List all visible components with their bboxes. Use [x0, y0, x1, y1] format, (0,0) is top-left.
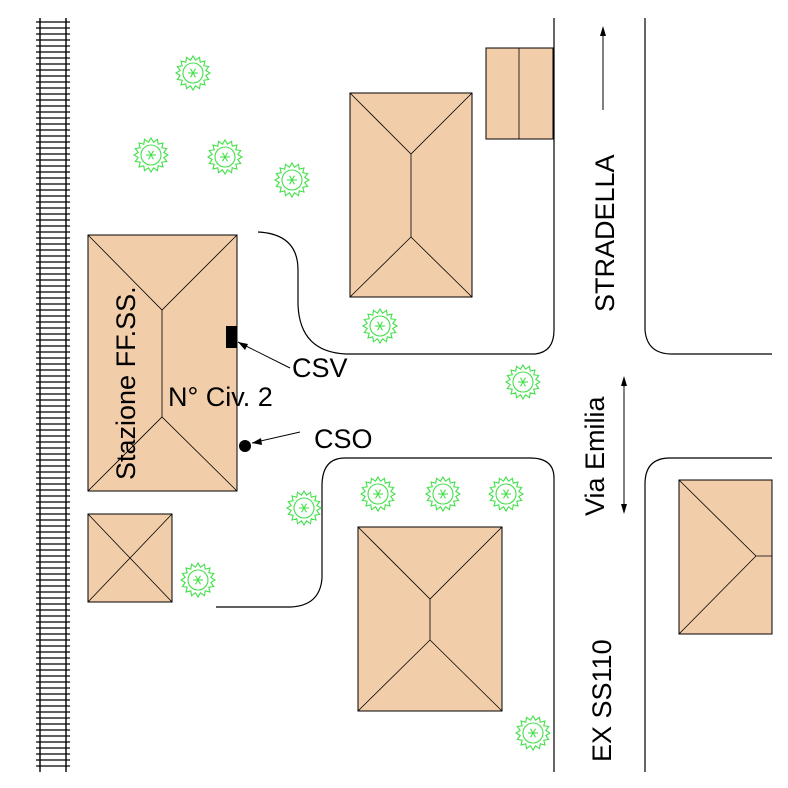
civic-number-label: N° Civ. 2	[168, 382, 273, 412]
tree-icon	[206, 138, 244, 176]
road-network	[216, 18, 772, 772]
street-label-ex-ss110: EX SS110	[587, 639, 617, 762]
street-label-stradella: STRADELLA	[590, 154, 620, 312]
direction-arrow-icon	[600, 26, 606, 110]
building-top-right-small	[485, 47, 554, 140]
tree-icon	[174, 54, 212, 92]
cso-label: CSO	[314, 424, 373, 454]
tree-icon	[359, 475, 397, 513]
building-top-center	[349, 92, 473, 298]
railway-track-icon	[36, 18, 70, 772]
valve-marker-icon	[226, 326, 291, 369]
tree-icon	[273, 161, 311, 199]
station-building	[87, 234, 238, 492]
small-building-bottom-left	[87, 513, 173, 603]
direction-arrow-icon	[621, 376, 627, 514]
tree-icon	[361, 307, 399, 345]
tree-icon	[424, 475, 462, 513]
manhole-marker-icon	[239, 431, 301, 452]
tree-icon	[487, 475, 525, 513]
tree-icon	[514, 714, 552, 752]
tree-icon	[285, 489, 323, 527]
street-label-via-emilia: Via Emilia	[580, 395, 610, 516]
building-bottom-center	[357, 526, 503, 712]
tree-icon	[132, 136, 170, 174]
tree-icon	[504, 363, 542, 401]
station-name-label: Stazione FF.SS.	[111, 286, 141, 480]
building-bottom-right	[678, 479, 773, 635]
trees-group	[132, 54, 552, 752]
csv-label: CSV	[292, 353, 348, 383]
tree-icon	[179, 561, 217, 599]
